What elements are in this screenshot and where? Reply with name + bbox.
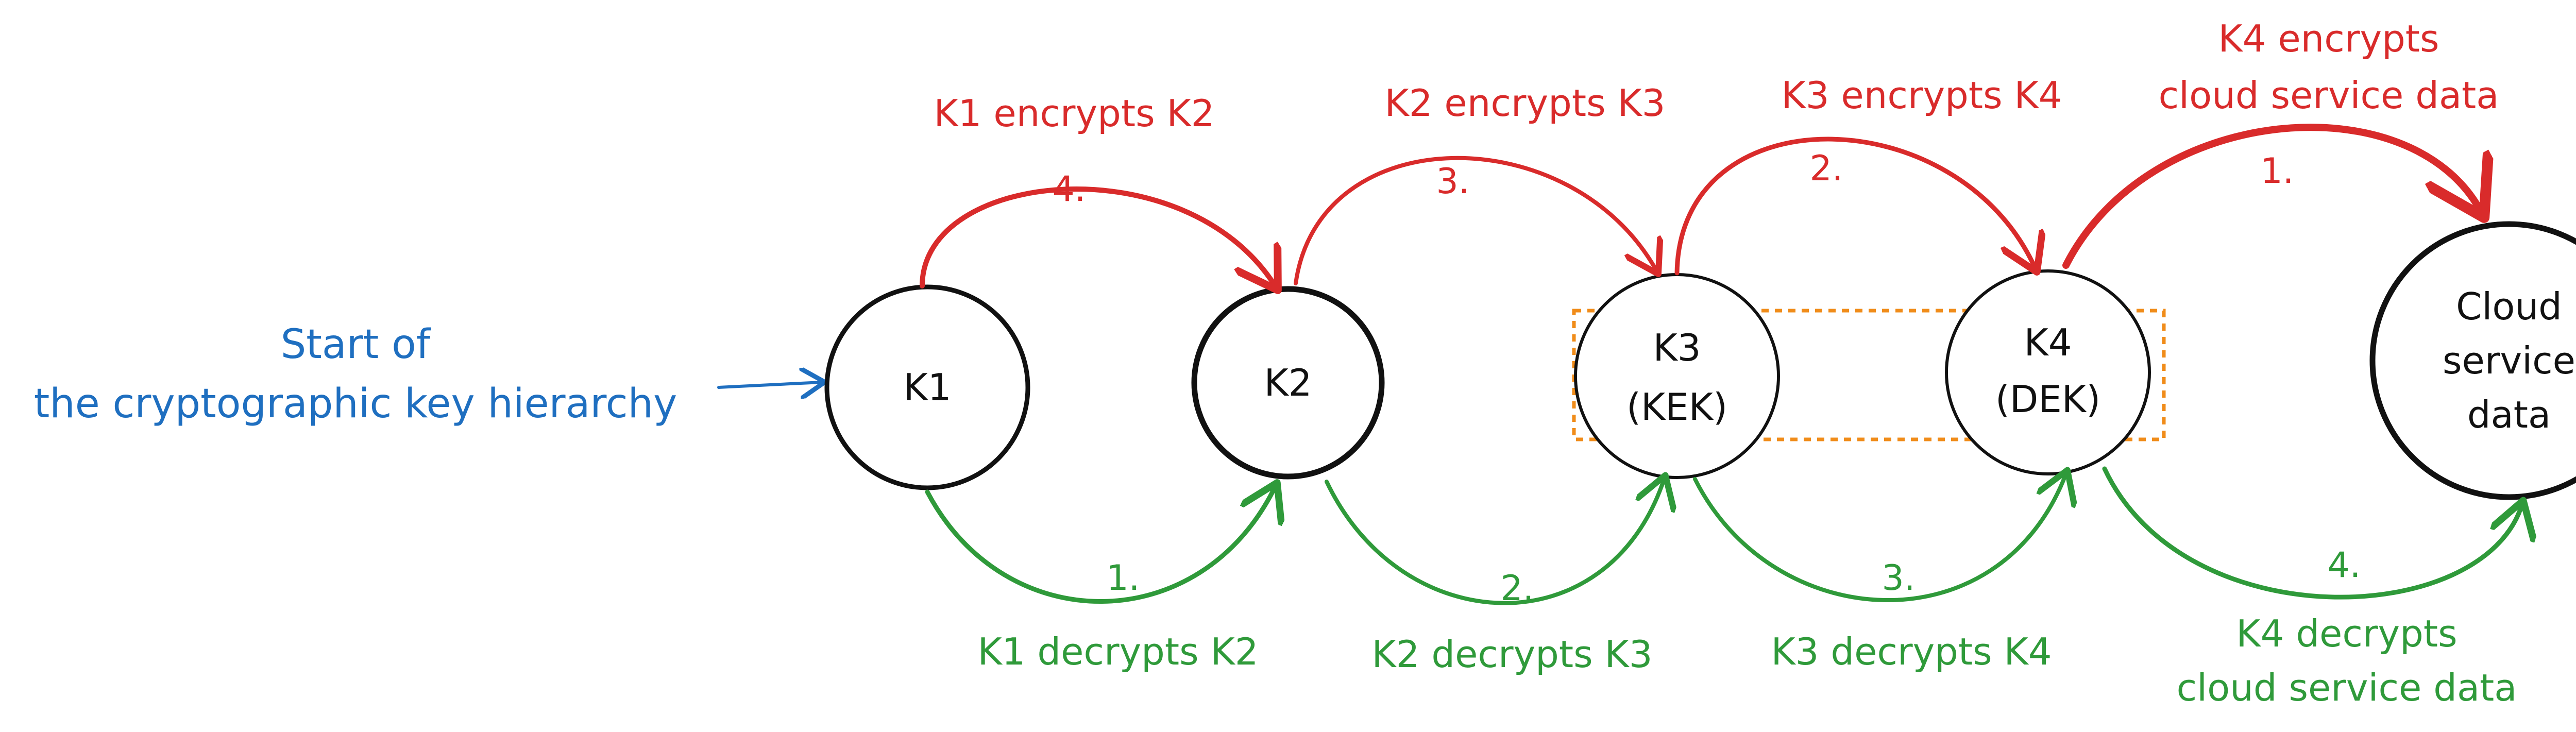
start-label-line2: the cryptographic key hierarchy <box>34 381 677 427</box>
node-k4: K4 (DEK) <box>1945 269 2151 475</box>
node-k2-label: K2 <box>1264 361 1312 404</box>
encrypt-label-k1-k2: K1 encrypts K2 <box>934 92 1215 135</box>
start-label-line1: Start of <box>281 321 431 368</box>
decrypt-label-k2-k3: K2 decrypts K3 <box>1371 633 1652 676</box>
encrypt-label-k4-cloud-line1: K4 encrypts <box>2218 17 2439 60</box>
node-cloud-label-line1: Cloud <box>2456 285 2562 328</box>
encrypt-step-k3-k4: 2. <box>1810 148 1843 189</box>
node-k4-circle <box>1945 269 2151 475</box>
decrypt-step-k2-k3: 2. <box>1501 568 1534 609</box>
node-k2: K2 <box>1191 286 1385 480</box>
encrypt-arrow-k3-k4 <box>1674 137 2035 273</box>
node-k1: K1 <box>824 284 1030 490</box>
node-k4-sublabel: (DEK) <box>1995 378 2100 421</box>
decrypt-step-k3-k4: 3. <box>1882 558 1916 599</box>
encrypt-label-k2-k3: K2 encrypts K3 <box>1385 81 1666 125</box>
decrypt-arrow-k2-k3 <box>1325 479 1664 605</box>
decrypt-arrow-k3-k4 <box>1693 474 2066 602</box>
node-cloud-service-data: Cloud service data <box>2369 221 2576 500</box>
node-k1-label: K1 <box>903 366 951 409</box>
encrypt-arrow-k4-cloud <box>2062 124 2481 269</box>
node-k3-circle <box>1574 273 1780 479</box>
encrypt-label-k4-cloud-line2: cloud service data <box>2159 74 2499 117</box>
node-k3: K3 (KEK) <box>1574 273 1780 479</box>
decrypt-step-k1-k2: 1. <box>1107 558 1140 599</box>
start-annotation: Start of the cryptographic key hierarchy <box>34 321 822 427</box>
decrypt-arrow-k4-cloud <box>2102 466 2522 600</box>
decrypt-arrow-k1-k2 <box>925 487 1275 604</box>
decrypt-step-k4-cloud: 4. <box>2328 545 2361 586</box>
node-k3-sublabel: (KEK) <box>1626 385 1727 429</box>
start-arrow <box>717 382 822 387</box>
decrypt-label-k4-cloud-line1: K4 decrypts <box>2236 612 2457 655</box>
node-cloud-label-line2: service <box>2443 339 2575 382</box>
node-k4-label: K4 <box>2024 321 2072 364</box>
decrypt-label-k1-k2: K1 decrypts K2 <box>977 630 1258 673</box>
kek-dek-group-box <box>1572 309 2166 441</box>
node-cloud-label-line3: data <box>2467 393 2551 436</box>
decrypt-label-k3-k4: K3 decrypts K4 <box>1771 630 2052 673</box>
encrypt-arrow-k2-k3 <box>1294 156 1656 285</box>
encrypt-step-k2-k3: 3. <box>1436 161 1470 202</box>
encrypt-step-k1-k2: 4. <box>1053 169 1086 210</box>
node-k2-circle <box>1191 286 1385 480</box>
decrypt-label-k4-cloud-line2: cloud service data <box>2177 666 2517 709</box>
node-k3-label: K3 <box>1653 326 1701 369</box>
encrypt-label-k3-k4: K3 encrypts K4 <box>1782 74 2062 117</box>
encrypt-arrow-k1-k2 <box>920 186 1275 286</box>
node-k1-circle <box>824 284 1030 490</box>
encrypt-step-k4-cloud: 1. <box>2261 151 2294 192</box>
